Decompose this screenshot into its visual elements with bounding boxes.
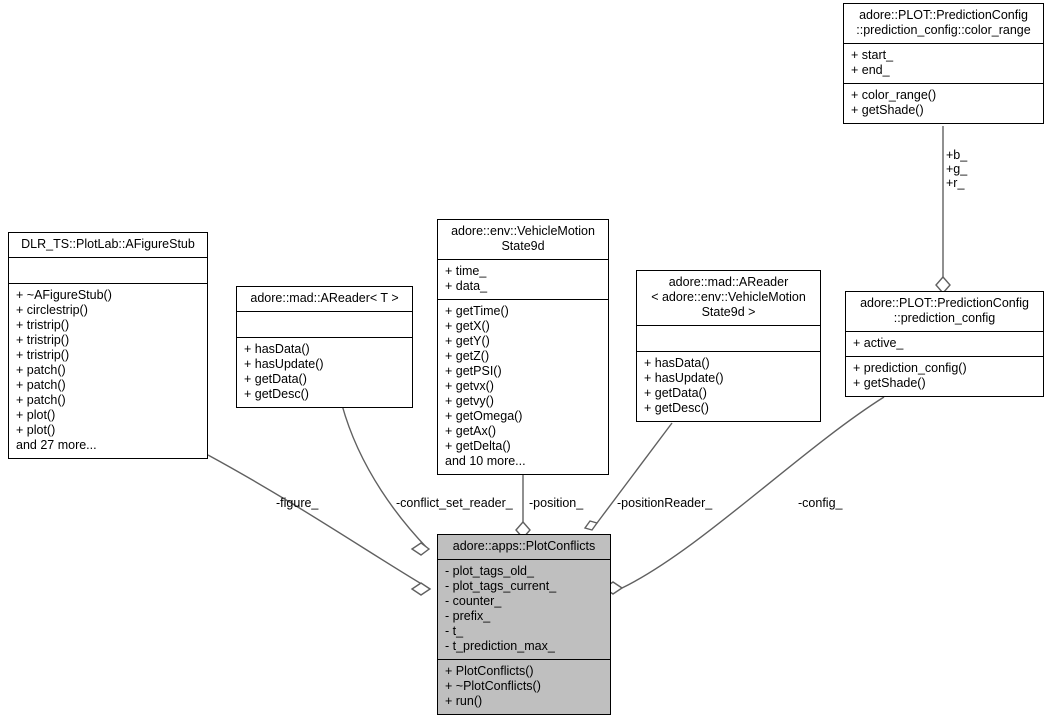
class-title-color-range: adore::PLOT::PredictionConfig ::predicti…: [844, 4, 1043, 44]
class-box-prediction-config[interactable]: adore::PLOT::PredictionConfig ::predicti…: [845, 291, 1044, 397]
diamond-conflict-set-reader: [412, 543, 429, 555]
class-operations-vehiclemotionstate9d: + getTime() + getX() + getY() + getZ() +…: [445, 304, 526, 468]
edge-label-position-reader: -positionReader_: [617, 496, 713, 510]
class-title-plotconflicts: adore::apps::PlotConflicts: [438, 535, 610, 560]
class-box-afigurestub[interactable]: DLR_TS::PlotLab::AFigureStub + ~AFigureS…: [8, 232, 208, 459]
edge-label-config: -config_: [798, 496, 843, 510]
diamond-figure: [412, 583, 430, 595]
class-box-areader-t[interactable]: adore::mad::AReader< T > + hasData() + h…: [236, 286, 413, 408]
class-attributes-afigurestub: [9, 258, 207, 284]
class-attributes-vehiclemotionstate9d: + time_ + data_: [438, 260, 608, 300]
edge-label-position: -position_: [529, 496, 584, 510]
class-box-vehiclemotionstate9d[interactable]: adore::env::VehicleMotion State9d + time…: [437, 219, 609, 475]
class-operations-areader-t: + hasData() + hasUpdate() + getData() + …: [244, 342, 324, 401]
class-operations-plotconflicts: + PlotConflicts() + ~PlotConflicts() + r…: [445, 664, 541, 708]
class-attributes-prediction-config: + active_: [846, 332, 1043, 357]
class-operations-prediction-config: + prediction_config() + getShade(): [853, 361, 967, 390]
edge-position-reader: [597, 423, 672, 523]
diamond-position-reader: [585, 521, 597, 530]
class-title-prediction-config: adore::PLOT::PredictionConfig ::predicti…: [846, 292, 1043, 332]
class-title-areader-t: adore::mad::AReader< T >: [237, 287, 412, 312]
class-box-plotconflicts[interactable]: adore::apps::PlotConflicts - plot_tags_o…: [437, 534, 611, 715]
class-attributes-areader-t: [237, 312, 412, 338]
class-attributes-areader-vehiclemotionstate9d: [637, 326, 820, 352]
class-attributes-color-range: + start_ + end_: [844, 44, 1043, 84]
edge-label-conflict-set-reader: -conflict_set_reader_: [396, 496, 513, 510]
class-title-afigurestub: DLR_TS::PlotLab::AFigureStub: [9, 233, 207, 258]
edge-label-figure: -figure_: [276, 496, 319, 510]
class-box-areader-vehiclemotionstate9d[interactable]: adore::mad::AReader < adore::env::Vehicl…: [636, 270, 821, 422]
class-box-color-range[interactable]: adore::PLOT::PredictionConfig ::predicti…: [843, 3, 1044, 124]
class-operations-areader-vehiclemotionstate9d: + hasData() + hasUpdate() + getData() + …: [644, 356, 724, 415]
edge-label-color-members: +b_ +g_ +r_: [946, 148, 968, 190]
class-attributes-plotconflicts: - plot_tags_old_ - plot_tags_current_ - …: [438, 560, 610, 660]
edge-config: [622, 397, 884, 588]
edge-figure: [208, 455, 430, 589]
class-title-areader-vehiclemotionstate9d: adore::mad::AReader < adore::env::Vehicl…: [637, 271, 820, 326]
class-operations-color-range: + color_range() + getShade(): [851, 88, 937, 117]
edge-conflict-set-reader: [342, 405, 428, 549]
class-operations-afigurestub: + ~AFigureStub() + circlestrip() + trist…: [16, 288, 112, 452]
class-title-vehiclemotionstate9d: adore::env::VehicleMotion State9d: [438, 220, 608, 260]
